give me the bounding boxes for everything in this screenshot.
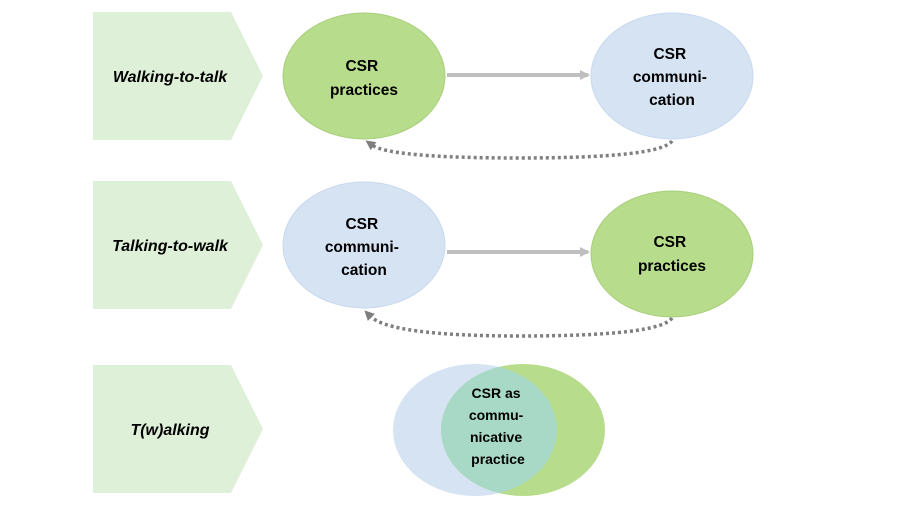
label-chevron-walking-to-talk [93,12,263,140]
node-text-csr-communication-row2: CSR communi- cation [325,216,403,279]
label-chevron-twalking [93,365,263,493]
node-text-csr-practices-row1: CSR practices [330,58,398,99]
label-twalking: T(w)alking [130,422,209,439]
row-talking-to-walk: Talking-to-walk CSR communi- cation CSR … [93,181,754,338]
node-text-csr-practices-row2: CSR practices [638,234,706,275]
label-walking-to-talk: Walking-to-talk [113,69,228,86]
node-text-csr-communication-row1: CSR communi- cation [633,46,711,109]
node-csr-practices-row1 [282,12,446,140]
row-walking-to-talk: Walking-to-talk CSR practices CSR commun… [93,12,754,160]
venn-overlap-region [441,364,557,496]
venn-diagram [393,364,605,496]
arrow-dotted-row1 [365,139,674,160]
label-chevron-talking-to-walk [93,181,263,309]
node-csr-communication-row2 [282,181,446,309]
node-csr-practices-row2 [590,190,754,318]
arrow-dotted-row2 [364,310,674,338]
node-csr-communication-row1 [590,12,754,140]
row-twalking: T(w)alking CSR as commu- nicative practi… [93,364,605,496]
label-talking-to-walk: Talking-to-walk [112,238,229,255]
venn-overlap-text: CSR as commu- nicative practice [469,385,527,467]
